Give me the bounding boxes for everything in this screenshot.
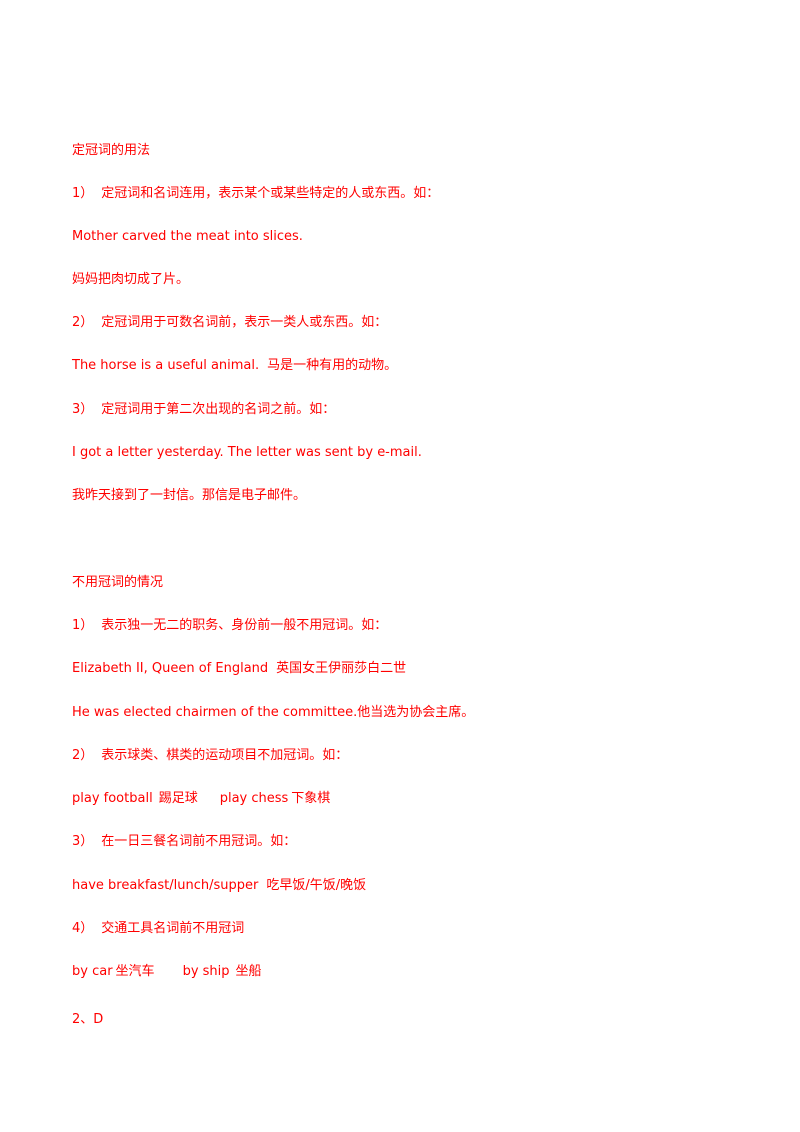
example-phrase-en: play chess	[219, 791, 289, 806]
rule-text: 定冠词用于第二次出现的名词之前。如：	[101, 402, 336, 417]
example-line: The horse is a useful animal. 马是一种有用的动物。	[72, 357, 397, 375]
example-sentence-en: The horse is a useful animal.	[72, 358, 260, 373]
example-sentence-zh: 我昨天接到了一封信。那信是电子邮件。	[72, 488, 307, 503]
example-line: have breakfast/lunch/supper 吃早饭/午饭/晚饭	[72, 877, 366, 895]
list-number: 1）	[72, 618, 94, 633]
example-phrase-zh: 吃早饭/午饭/晚饭	[266, 878, 367, 893]
list-number: 4）	[72, 921, 94, 936]
zero-article-rule-2: 2） 表示球类、棋类的运动项目不加冠词。如：	[72, 747, 348, 765]
list-number: 2）	[72, 748, 94, 763]
rule-text: 表示独一无二的职务、身份前一般不用冠词。如：	[101, 618, 388, 633]
heading-definite-article-usage: 定冠词的用法	[72, 143, 151, 158]
definite-rule-3: 3） 定冠词用于第二次出现的名词之前。如：	[72, 401, 335, 419]
rule-text: 定冠词用于可数名词前，表示一类人或东西。如：	[101, 315, 388, 330]
example-sentence-zh: 他当选为协会主席。	[357, 705, 475, 720]
rule-text: 表示球类、棋类的运动项目不加冠词。如：	[101, 748, 349, 763]
document-page: 定冠词的用法 1） 定冠词和名词连用，表示某个或某些特定的人或东西。如： Moth…	[72, 0, 772, 1132]
rule-text: 在一日三餐名词前不用冠词。如：	[101, 834, 297, 849]
rule-text: 交通工具名词前不用冠词	[101, 921, 245, 936]
answer-label: 2、D	[72, 1012, 104, 1027]
example-phrase-zh: 下象棋	[291, 791, 331, 806]
example-phrase-en: by car	[72, 964, 113, 979]
example-sentence-zh: 马是一种有用的动物。	[267, 358, 398, 373]
example-phrase-en: Elizabeth II, Queen of England	[72, 661, 269, 676]
example-phrase-zh: 坐汽车	[115, 964, 155, 979]
example-phrase-zh: 踢足球	[158, 791, 198, 806]
list-number: 1）	[72, 186, 94, 201]
example-sentence-en: He was elected chairmen of the committee…	[72, 705, 358, 720]
zero-article-rule-3: 3） 在一日三餐名词前不用冠词。如：	[72, 833, 296, 851]
list-number: 3）	[72, 402, 94, 417]
rule-text: 定冠词和名词连用，表示某个或某些特定的人或东西。如：	[101, 186, 440, 201]
example-phrase-zh: 英国女王伊丽莎白二世	[276, 661, 407, 676]
example-sentence-en: I got a letter yesterday. The letter was…	[72, 445, 422, 460]
example-line: Elizabeth II, Queen of England 英国女王伊丽莎白二世	[72, 660, 406, 678]
example-phrase-en: play football	[72, 791, 153, 806]
example-phrase-en: have breakfast/lunch/supper	[72, 878, 259, 893]
definite-rule-1: 1） 定冠词和名词连用，表示某个或某些特定的人或东西。如：	[72, 185, 439, 203]
definite-rule-2: 2） 定冠词用于可数名词前，表示一类人或东西。如：	[72, 314, 387, 332]
example-sentence-en: Mother carved the meat into slices.	[72, 229, 303, 244]
example-phrase-zh: 坐船	[235, 964, 262, 979]
example-line: He was elected chairmen of the committee…	[72, 704, 474, 722]
example-phrase-en: by ship	[182, 964, 230, 979]
zero-article-rule-1: 1） 表示独一无二的职务、身份前一般不用冠词。如：	[72, 617, 387, 635]
zero-article-rule-4: 4） 交通工具名词前不用冠词	[72, 920, 244, 938]
list-number: 3）	[72, 834, 94, 849]
heading-zero-article-cases: 不用冠词的情况	[72, 575, 164, 590]
list-number: 2）	[72, 315, 94, 330]
example-sentence-zh: 妈妈把肉切成了片。	[72, 272, 190, 287]
